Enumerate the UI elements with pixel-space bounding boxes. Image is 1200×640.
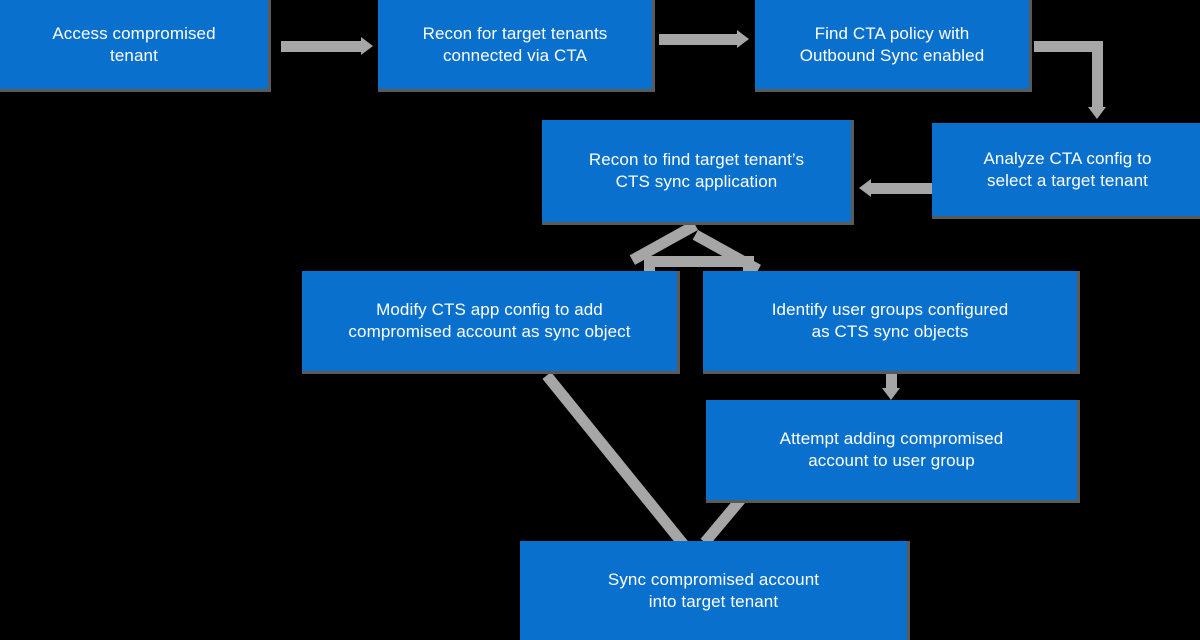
node-label: Find CTA policy with Outbound Sync enabl… (799, 23, 985, 65)
node-access-compromised-tenant[interactable]: Access compromised tenant (0, 0, 271, 92)
connector-findpolicy-to-analyze-horizontal (1034, 41, 1103, 52)
node-label: Recon to find target tenant’s CTS sync a… (588, 150, 805, 191)
connector-reconcts-branch-left-horizontal (644, 256, 706, 267)
node-label: Access compromised tenant (52, 23, 216, 65)
connector-recon-to-findpolicy-arrowhead (737, 30, 749, 48)
connector-recon-to-findpolicy-line (659, 34, 741, 45)
connector-identify-to-attempt-line (886, 374, 897, 392)
connector-reconcts-branch-left-stub (644, 256, 655, 272)
node-label: Analyze CTA config to select a target te… (983, 148, 1152, 190)
connector-findpolicy-to-analyze-vertical (1092, 41, 1103, 109)
connector-access-to-recon-line (281, 41, 365, 52)
node-modify-cts-app-config[interactable]: Modify CTS app config to add compromised… (302, 271, 680, 374)
node-identify-user-groups[interactable]: Identify user groups configured as CTS s… (703, 271, 1080, 374)
node-label: Identify user groups configured as CTS s… (771, 300, 1009, 341)
connector-analyze-to-reconcts-line (871, 183, 933, 194)
connector-attempt-to-sync-diagonal (700, 495, 745, 546)
connector-analyze-to-reconcts-arrowhead (859, 179, 871, 197)
node-label: Attempt adding compromised account to us… (779, 429, 1004, 470)
node-label: Modify CTS app config to add compromised… (348, 300, 631, 341)
node-find-cta-policy[interactable]: Find CTA policy with Outbound Sync enabl… (755, 0, 1032, 92)
node-analyze-cta-config[interactable]: Analyze CTA config to select a target te… (932, 123, 1200, 219)
node-recon-target-tenants[interactable]: Recon for target tenants connected via C… (378, 0, 655, 92)
connector-reconcts-branch-right-horizontal (692, 256, 754, 267)
node-recon-cts-sync-app[interactable]: Recon to find target tenant’s CTS sync a… (542, 120, 854, 225)
connector-access-to-recon-arrowhead (361, 37, 373, 55)
node-sync-compromised-account[interactable]: Sync compromised account into target ten… (520, 541, 910, 640)
connector-reconcts-branch-right-stub (743, 256, 754, 272)
node-label: Sync compromised account into target ten… (607, 569, 820, 611)
connector-findpolicy-to-analyze-arrowhead (1088, 107, 1106, 119)
node-attempt-adding-account[interactable]: Attempt adding compromised account to us… (706, 400, 1080, 503)
connector-modify-to-sync-diagonal (542, 372, 690, 550)
connector-identify-to-attempt-arrowhead (882, 388, 900, 400)
node-label: Recon for target tenants connected via C… (422, 23, 608, 65)
